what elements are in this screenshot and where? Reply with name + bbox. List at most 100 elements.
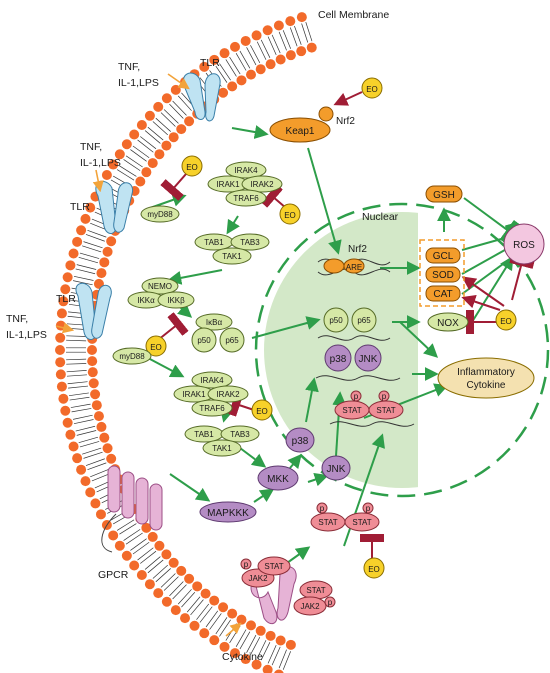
dna-strand xyxy=(329,421,415,427)
ros-molecule: ROS xyxy=(503,223,545,265)
ikka-label: IKKα xyxy=(137,296,155,305)
svg-text:IRAK2: IRAK2 xyxy=(216,390,240,399)
svg-text:p: p xyxy=(320,504,325,513)
cytokine-bottom-label: Cytokine xyxy=(222,651,263,663)
svg-text:Keap1: Keap1 xyxy=(286,126,315,137)
svg-text:ROS: ROS xyxy=(513,240,535,251)
tab1-label: TAB1 xyxy=(204,238,224,247)
svg-text:TNF,: TNF, xyxy=(80,141,102,153)
ikba-label: IκBα xyxy=(206,318,223,327)
irak1-label: IRAK1 xyxy=(216,180,240,189)
gpcr-label: GPCR xyxy=(98,569,129,581)
eo-compound: EO xyxy=(361,77,383,99)
svg-text:Nrf2: Nrf2 xyxy=(348,244,367,255)
svg-text:MKK: MKK xyxy=(267,474,289,485)
svg-text:STAT: STAT xyxy=(376,406,395,415)
tlr-label-middle: TLR xyxy=(70,201,90,213)
myd88-lower: myD88 xyxy=(112,347,152,365)
svg-text:EO: EO xyxy=(366,85,378,94)
gcl-enzyme: GCL xyxy=(425,247,461,264)
dna-strand xyxy=(317,335,391,341)
keap1-protein: Keap1 xyxy=(269,117,331,143)
inflammatory-cytokine: Inflammatory Cytokine xyxy=(437,357,535,399)
svg-text:STAT: STAT xyxy=(352,518,371,527)
nrf2-protein: Nrf2 xyxy=(318,106,355,127)
svg-text:IL-1,LPS: IL-1,LPS xyxy=(6,329,47,341)
svg-text:GSH: GSH xyxy=(433,190,455,201)
jak2-stat-receptor xyxy=(240,556,336,616)
nox-enzyme: NOX xyxy=(427,312,469,332)
p38-protein: p38 xyxy=(285,427,315,453)
sod-enzyme: SOD xyxy=(425,266,461,283)
ligand-arrow-middle xyxy=(92,169,104,193)
svg-text:EO: EO xyxy=(150,343,162,352)
tak1-label: TAK1 xyxy=(222,252,242,261)
p38-nuclear-label: p38 xyxy=(330,354,347,365)
cat-enzyme: CAT xyxy=(425,285,461,302)
svg-text:p: p xyxy=(366,504,371,513)
svg-text:STAT: STAT xyxy=(318,518,337,527)
irak4-label: IRAK4 xyxy=(234,166,258,175)
stat-dimer-nucleus xyxy=(334,390,404,420)
svg-text:JAK2: JAK2 xyxy=(248,574,268,583)
svg-text:TAB3: TAB3 xyxy=(230,430,250,439)
tlr-label-lower: TLR xyxy=(56,293,76,305)
mkk-protein: MKK xyxy=(257,465,299,491)
p50-label: p50 xyxy=(197,336,211,345)
ikkb-label: IKKβ xyxy=(167,296,185,305)
svg-text:Nrf2: Nrf2 xyxy=(336,116,355,127)
eo-compound: EO xyxy=(363,557,385,579)
nemo-label: NEMO xyxy=(148,282,172,291)
svg-text:EO: EO xyxy=(368,565,380,574)
ligand-label-top: TNF, IL-1,LPS xyxy=(118,61,159,89)
ligand-arrow-top xyxy=(167,73,190,90)
ikk-complex xyxy=(127,277,195,309)
svg-text:STAT: STAT xyxy=(306,586,325,595)
p65-label: p65 xyxy=(225,336,239,345)
irak2-label: IRAK2 xyxy=(250,180,274,189)
tab-tak-complex-lower xyxy=(184,425,260,457)
svg-text:EO: EO xyxy=(186,163,198,172)
svg-text:MAPKKK: MAPKKK xyxy=(207,508,249,519)
tlr-receptor-lower xyxy=(75,282,112,340)
svg-text:IRAK4: IRAK4 xyxy=(200,376,224,385)
stat-dimer-cytoplasm xyxy=(310,502,380,532)
svg-text:EO: EO xyxy=(500,317,512,326)
dna-strand xyxy=(315,375,401,381)
svg-text:IRAK1: IRAK1 xyxy=(182,390,206,399)
svg-text:p: p xyxy=(354,392,359,401)
are-element: ARE Nrf2 xyxy=(317,244,391,276)
svg-text:p38: p38 xyxy=(292,436,309,447)
svg-text:STAT: STAT xyxy=(264,562,283,571)
svg-text:Inflammatory: Inflammatory xyxy=(457,367,515,378)
irak-complex-lower xyxy=(173,371,249,417)
gpcr-receptor xyxy=(107,465,163,531)
ligand-label-lower: TNF, IL-1,LPS xyxy=(6,313,47,341)
nuclear-label: Nuclear xyxy=(362,211,399,223)
eo-compound: EO xyxy=(251,399,273,421)
svg-text:TNF,: TNF, xyxy=(6,313,28,325)
svg-text:p: p xyxy=(382,392,387,401)
svg-text:myD88: myD88 xyxy=(147,210,173,219)
antioxidant-enzymes-box xyxy=(419,239,465,307)
svg-text:TAK1: TAK1 xyxy=(212,444,232,453)
svg-text:JNK: JNK xyxy=(327,464,346,475)
cell-membrane-label: Cell Membrane xyxy=(318,9,389,21)
irak-complex-upper xyxy=(207,161,283,207)
svg-text:STAT: STAT xyxy=(342,406,361,415)
svg-text:p: p xyxy=(328,598,333,607)
tab3-label: TAB3 xyxy=(240,238,260,247)
svg-text:CAT: CAT xyxy=(433,289,452,300)
svg-text:Cytokine: Cytokine xyxy=(467,380,506,391)
tlr-label-top: TLR xyxy=(200,57,220,69)
svg-text:TNF,: TNF, xyxy=(118,61,140,73)
mapkkk-protein: MAPKKK xyxy=(199,501,257,523)
svg-text:GCL: GCL xyxy=(433,251,454,262)
eo-compound: EO xyxy=(145,335,167,357)
svg-text:SOD: SOD xyxy=(432,270,454,281)
svg-text:EO: EO xyxy=(284,211,296,220)
svg-text:NOX: NOX xyxy=(437,318,459,329)
svg-text:p: p xyxy=(244,560,249,569)
eo-compound: EO xyxy=(181,155,203,177)
